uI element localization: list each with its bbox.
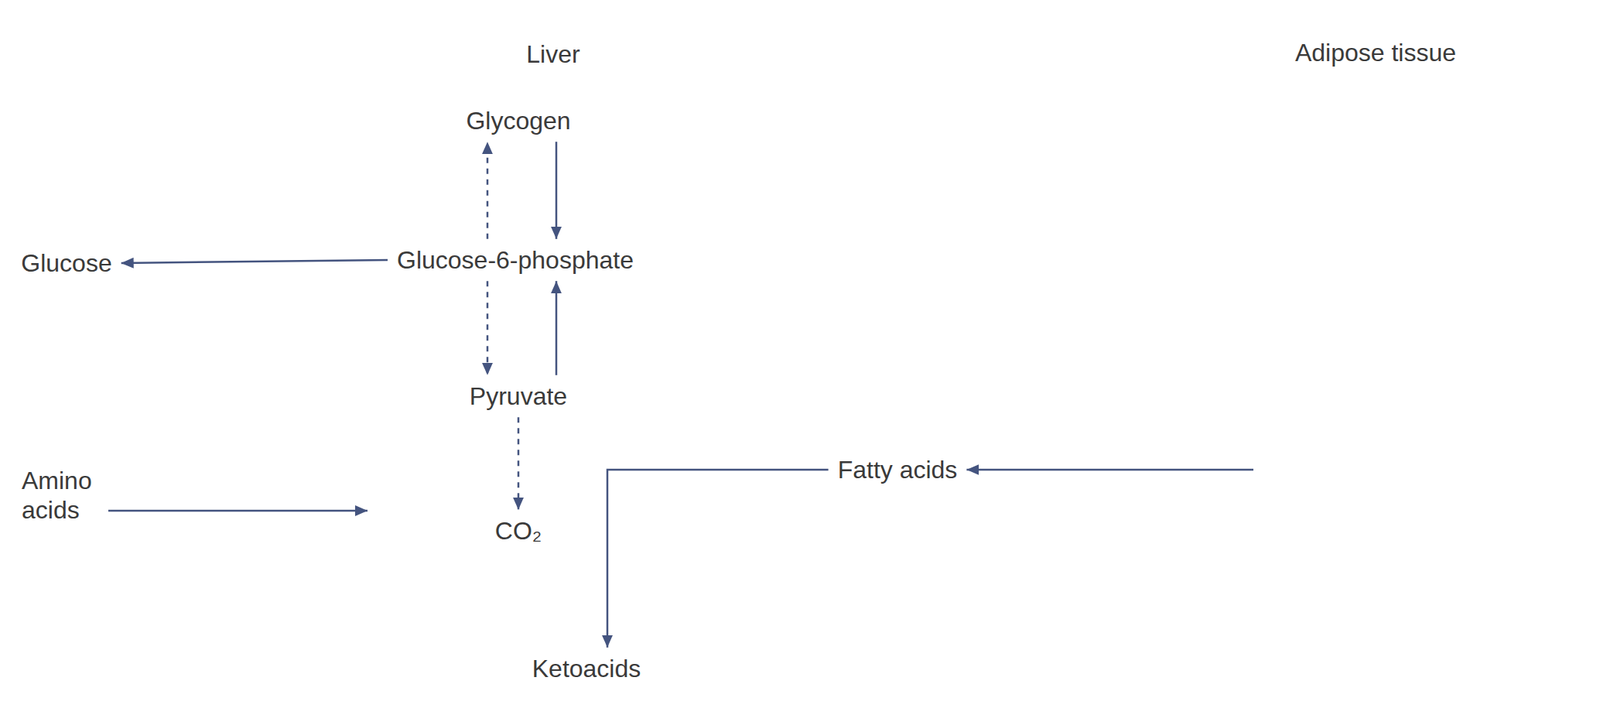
metabolite-label: Glucose [20,248,112,278]
metabolite-node: Glucose-6-phosphate [390,242,640,278]
metabolite-node: CO₂ [488,512,548,549]
solid-arrow [555,141,558,240]
solid-arrow [555,280,558,376]
metabolite-node: Amino acids [15,462,106,529]
metabolite-label: Amino acids [21,465,100,526]
metabolite-label: Fatty acids [837,454,958,485]
dashed-arrow [517,417,520,510]
blob-outline [1160,30,1594,600]
organ-shape: LiverGlycogenGlucose-6-phosphatePyruvate… [263,34,999,712]
metabolite-node: Pyruvate [463,378,574,414]
tissue-shape: Adipose tissue [1160,30,1594,600]
region-label: Liver [526,39,580,69]
solid-arrow [108,509,368,513]
metabolite-label: Ketoacids [532,653,642,684]
metabolite-node: Glucose [14,245,118,281]
liver-outline [263,34,999,712]
metabolite-node: Ketoacids [526,650,648,687]
metabolite-label: Pyruvate [469,381,568,411]
blob-shape [1166,98,1573,597]
metabolite-node: Glycogen [459,102,577,139]
solid-arrow [121,259,388,264]
region-label: Adipose tissue [1295,37,1457,68]
metabolite-label: Glucose-6-phosphate [396,245,634,275]
dashed-arrow [486,280,489,376]
solid-arrow [966,468,1254,472]
dashed-arrow [486,141,489,240]
solid-arrow [607,469,829,648]
metabolite-label: Glycogen [465,105,571,136]
liver-shape [271,79,981,707]
metabolite-label: CO₂ [495,516,542,546]
metabolite-node: Fatty acids [831,451,965,488]
